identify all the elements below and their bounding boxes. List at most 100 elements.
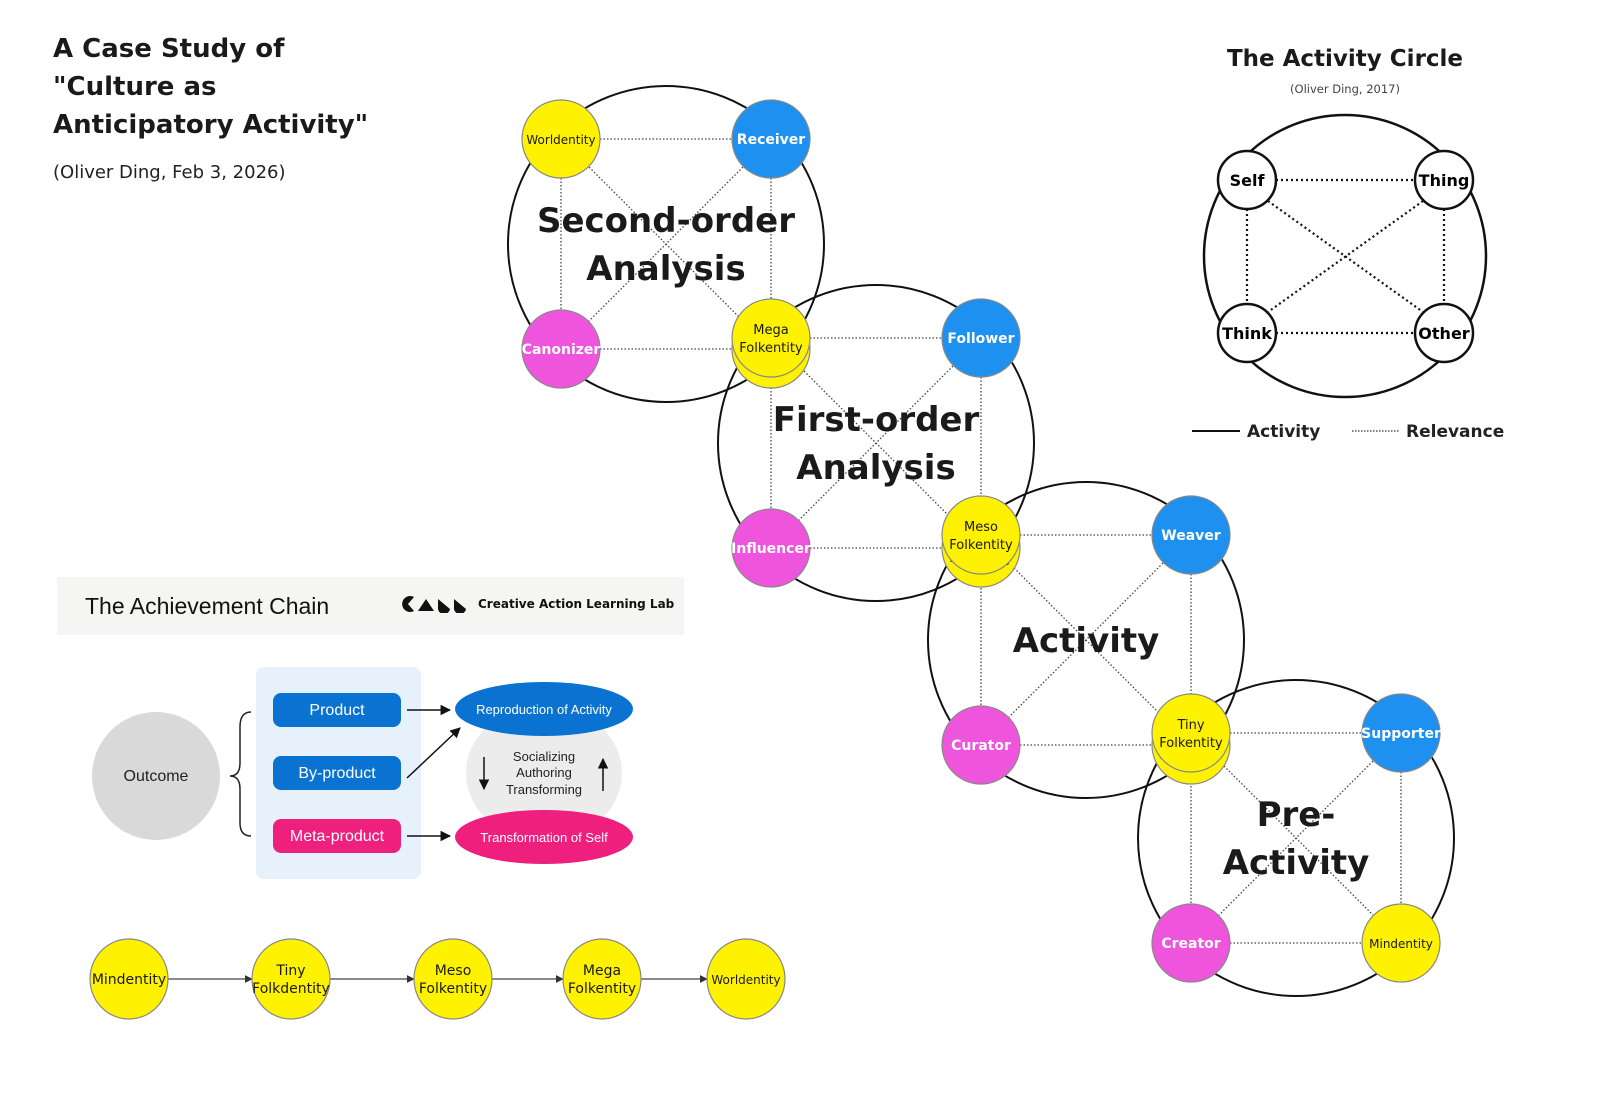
meta-product-box: Meta-product — [273, 819, 401, 853]
node-mindentity: Mindentity — [1361, 903, 1441, 983]
circle-title-second-order: Second-order — [537, 201, 795, 241]
activity-circle-legend: The Activity Circle (Oliver Ding, 2017) … — [1192, 46, 1504, 442]
node-canonizer: Canonizer — [521, 309, 601, 389]
legend-relevance-lines — [1245, 178, 1446, 335]
page-subtitle: (Oliver Ding, Feb 3, 2026) — [53, 162, 286, 183]
chain-node-label: Mindentity — [92, 972, 166, 988]
activity-circle-activity — [927, 481, 1245, 799]
relevance-lines-activity — [980, 534, 1192, 746]
svg-text:Other: Other — [1418, 324, 1469, 343]
achievement-chain-panel: The Achievement Chain Creative Action Le… — [57, 577, 684, 879]
achievement-chain-header: The Achievement Chain Creative Action Le… — [57, 577, 684, 635]
svg-text:Reproduction of Activity: Reproduction of Activity — [476, 702, 612, 717]
lab-logo: Creative Action Learning Lab — [400, 595, 674, 613]
svg-text:Transformation of Self: Transformation of Self — [480, 830, 608, 845]
page-title-line-1: A Case Study of — [53, 34, 285, 64]
achievement-chain-diagram: Outcome Product By-product Meta-product … — [92, 667, 633, 879]
svg-text:Meta-product: Meta-product — [290, 828, 385, 845]
activity-circle-first-order — [717, 284, 1035, 602]
by-product-box: By-product — [273, 756, 401, 790]
page-title-line-3: Anticipatory Activity" — [53, 110, 369, 140]
svg-text:By-product: By-product — [298, 765, 376, 782]
node-label: Meso — [964, 520, 998, 535]
node-label: Receiver — [737, 132, 805, 148]
identity-chain: MindentityTinyFolkdentityMesoFolkentityM… — [89, 938, 786, 1020]
cycle-label-authoring: Authoring — [516, 765, 572, 780]
product-box: Product — [273, 693, 401, 727]
page-title-line-2: "Culture as — [53, 72, 217, 102]
legend-outer-circle — [1202, 113, 1488, 399]
chain-node-label: Folkentity — [568, 981, 636, 997]
legend-title: The Activity Circle — [1227, 46, 1463, 72]
title-block: A Case Study of "Culture as Anticipatory… — [53, 30, 368, 183]
chain-node-label: Folkentity — [419, 981, 487, 997]
relevance-lines-first-order — [770, 337, 982, 549]
node-label: Folkentity — [739, 341, 803, 356]
chain-node-label: Folkdentity — [252, 981, 330, 997]
node-influencer: Influencer — [731, 508, 811, 588]
circle-title-pre-activity: Activity — [1223, 843, 1370, 883]
node-label: Follower — [947, 331, 1014, 347]
legend-node-thing: Thing — [1413, 149, 1475, 211]
node-label: Mega — [753, 323, 788, 338]
node-label: Folkentity — [949, 538, 1013, 553]
svg-text:Thing: Thing — [1419, 171, 1470, 190]
node-creator: Creator — [1151, 903, 1231, 983]
circle-title-first-order: First-order — [773, 400, 980, 440]
node-receiver: Receiver — [731, 99, 811, 179]
chain-node-label: Worldentity — [711, 973, 780, 987]
legend-node-think: Think — [1216, 302, 1278, 364]
lab-name: Creative Action Learning Lab — [478, 597, 675, 611]
legend-node-other: Other — [1413, 302, 1475, 364]
brace-icon — [229, 711, 252, 837]
node-label: Folkentity — [1159, 736, 1223, 751]
node-curator: Curator — [941, 705, 1021, 785]
cycle-label-transforming: Transforming — [506, 782, 582, 797]
node-follower: Follower — [941, 298, 1021, 378]
circle-title-activity: Activity — [1013, 621, 1160, 661]
node-label: Canonizer — [522, 342, 601, 358]
node-label: Mindentity — [1369, 937, 1433, 951]
activity-circle-pre-activity — [1137, 679, 1455, 997]
chain-node-worldentity: Worldentity — [706, 938, 786, 1020]
svg-text:Think: Think — [1222, 324, 1272, 343]
chain-node-label: Mega — [583, 963, 621, 979]
chain-node-mindentity: Mindentity — [89, 938, 169, 1020]
cycle-background — [466, 705, 622, 841]
node-label: Supporter — [1361, 726, 1441, 742]
svg-text:Outcome: Outcome — [124, 768, 189, 785]
svg-text:Self: Self — [1230, 171, 1266, 190]
circle-title-second-order: Analysis — [586, 249, 745, 289]
node-label: Tiny — [1176, 718, 1204, 733]
node-weaver: Weaver — [1151, 495, 1231, 575]
reproduction-of-activity-ellipse: Reproduction of Activity — [455, 682, 633, 736]
node-label: Creator — [1161, 936, 1220, 952]
relevance-lines-pre-activity — [1190, 732, 1402, 944]
cascading-activity-circles: Second-orderAnalysisFirst-orderAnalysisA… — [507, 85, 1455, 997]
node-supporter: Supporter — [1361, 693, 1441, 773]
legend-solid-label: Activity — [1247, 422, 1320, 442]
relevance-lines-second-order — [560, 138, 772, 350]
node-label: Worldentity — [526, 133, 595, 147]
svg-text:Product: Product — [309, 702, 365, 719]
circle-title-pre-activity: Pre- — [1257, 795, 1336, 835]
achievement-chain-title: The Achievement Chain — [85, 593, 330, 619]
call-logo-icon — [402, 596, 466, 613]
outcome-node: Outcome — [92, 712, 220, 840]
node-label: Influencer — [731, 541, 811, 557]
chain-node-label: Meso — [435, 963, 472, 979]
legend-credit: (Oliver Ding, 2017) — [1290, 82, 1400, 96]
legend-node-self: Self — [1216, 149, 1278, 211]
legend-dotted-label: Relevance — [1406, 422, 1504, 442]
node-label: Curator — [951, 738, 1011, 754]
node-label: Weaver — [1161, 528, 1221, 544]
circle-title-first-order: Analysis — [796, 448, 955, 488]
chain-node-label: Tiny — [275, 963, 305, 979]
node-worldentity: Worldentity — [521, 99, 601, 179]
